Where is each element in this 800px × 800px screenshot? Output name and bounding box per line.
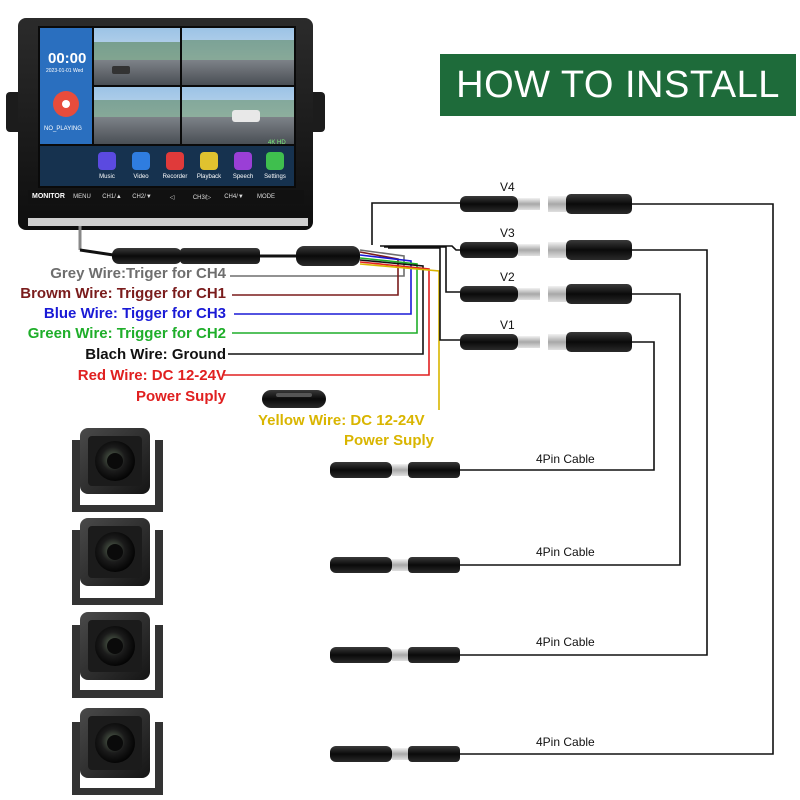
- label-power-supply: Power Suply: [135, 388, 226, 405]
- cameras: [72, 428, 460, 795]
- camera-1-plug-a: [330, 462, 392, 478]
- camera-1: [72, 428, 460, 512]
- harness-plug-b: [180, 248, 260, 264]
- blue-wire: [234, 254, 412, 315]
- screen-left-panel: [40, 28, 92, 144]
- monitor-button-bar: [28, 190, 304, 204]
- monitor-button-ch2[interactable]: CH2/▼: [132, 194, 152, 200]
- monitor-button-ch3[interactable]: CH3/▷: [192, 195, 212, 201]
- connector-pair-v3: [460, 240, 632, 260]
- app-settings-icon[interactable]: [266, 152, 284, 170]
- yellow-wire: [359, 263, 440, 410]
- monitor-stand-rail: [28, 218, 308, 226]
- monitor-brand: MONITOR: [32, 193, 65, 200]
- monitor-button-ch1[interactable]: CH1/▲: [102, 194, 122, 200]
- screen-date: 2023-01-01 Wed: [46, 68, 84, 74]
- app-speech-icon[interactable]: [234, 152, 252, 170]
- connector-pair-v1: [460, 332, 632, 352]
- harness-plug-a: [112, 248, 182, 264]
- cable-label-1: 4Pin Cable: [536, 452, 595, 466]
- monitor-button-left[interactable]: ◁: [169, 195, 175, 201]
- app-playback-icon[interactable]: [200, 152, 218, 170]
- video-connectors: [460, 194, 632, 352]
- camera-cables: [460, 203, 774, 755]
- monitor: [6, 18, 325, 250]
- screen-status: NO_PLAYING: [44, 126, 82, 132]
- app-label-playback: Playback: [196, 174, 222, 180]
- cable-label-3: 4Pin Cable: [536, 635, 595, 649]
- app-label-music: Music: [99, 174, 115, 180]
- label-green-wire: Green Wire: Trigger for CH2: [27, 325, 226, 342]
- camera-3: [72, 612, 460, 698]
- monitor-button-ch4[interactable]: CH4/▼: [224, 194, 244, 200]
- breakout-wires: [224, 249, 440, 410]
- fuse-holder: [262, 390, 326, 408]
- label-yellow-power-supply: Power Suply: [344, 432, 435, 449]
- label-blue-wire: Blue Wire: Tigger for CH3: [43, 305, 226, 322]
- app-label-video: Video: [133, 174, 149, 180]
- label-v3: V3: [500, 226, 515, 240]
- label-yellow-wire: Yellow Wire: DC 12-24V: [258, 412, 425, 429]
- app-label-recorder: Recorder: [162, 174, 188, 180]
- connector-pair-v4: [460, 194, 632, 214]
- red-wire: [224, 261, 430, 376]
- app-recorder-icon[interactable]: [166, 152, 184, 170]
- monitor-button-mode[interactable]: MODE: [257, 194, 275, 200]
- connector-pair-v2: [460, 284, 632, 304]
- camera-4: [72, 708, 460, 795]
- app-label-speech: Speech: [232, 174, 254, 180]
- cable-label-2: 4Pin Cable: [536, 545, 595, 559]
- main-harness: [79, 246, 360, 266]
- monitor-button-menu[interactable]: MENU: [73, 194, 91, 200]
- app-label-settings: Settings: [264, 174, 286, 180]
- how-to-install-banner: HOW TO INSTALL: [440, 54, 796, 116]
- brown-wire: [232, 251, 399, 296]
- label-v2: V2: [500, 270, 515, 284]
- label-v1: V1: [500, 318, 515, 332]
- black-wire: [228, 259, 424, 355]
- label-red-wire: Red Wire: DC 12-24V: [77, 367, 226, 384]
- label-v4: V4: [500, 180, 515, 194]
- app-video-icon[interactable]: [132, 152, 150, 170]
- screen-clock: 00:00: [48, 50, 87, 67]
- camera-quad-view: [94, 28, 294, 144]
- screen-badge: 4K HD: [268, 140, 286, 146]
- video-branch-wires: [371, 202, 460, 341]
- label-grey-wire: Grey Wire:Triger for CH4: [50, 265, 226, 282]
- label-black-wire: Blach Wire: Ground: [85, 346, 226, 363]
- harness-breakout: [296, 246, 360, 266]
- green-wire: [232, 257, 418, 334]
- cable-label-4: 4Pin Cable: [536, 735, 595, 749]
- label-brown-wire: Browm Wire: Trigger for CH1: [20, 285, 226, 302]
- app-music-icon[interactable]: [98, 152, 116, 170]
- camera-2: [72, 518, 460, 605]
